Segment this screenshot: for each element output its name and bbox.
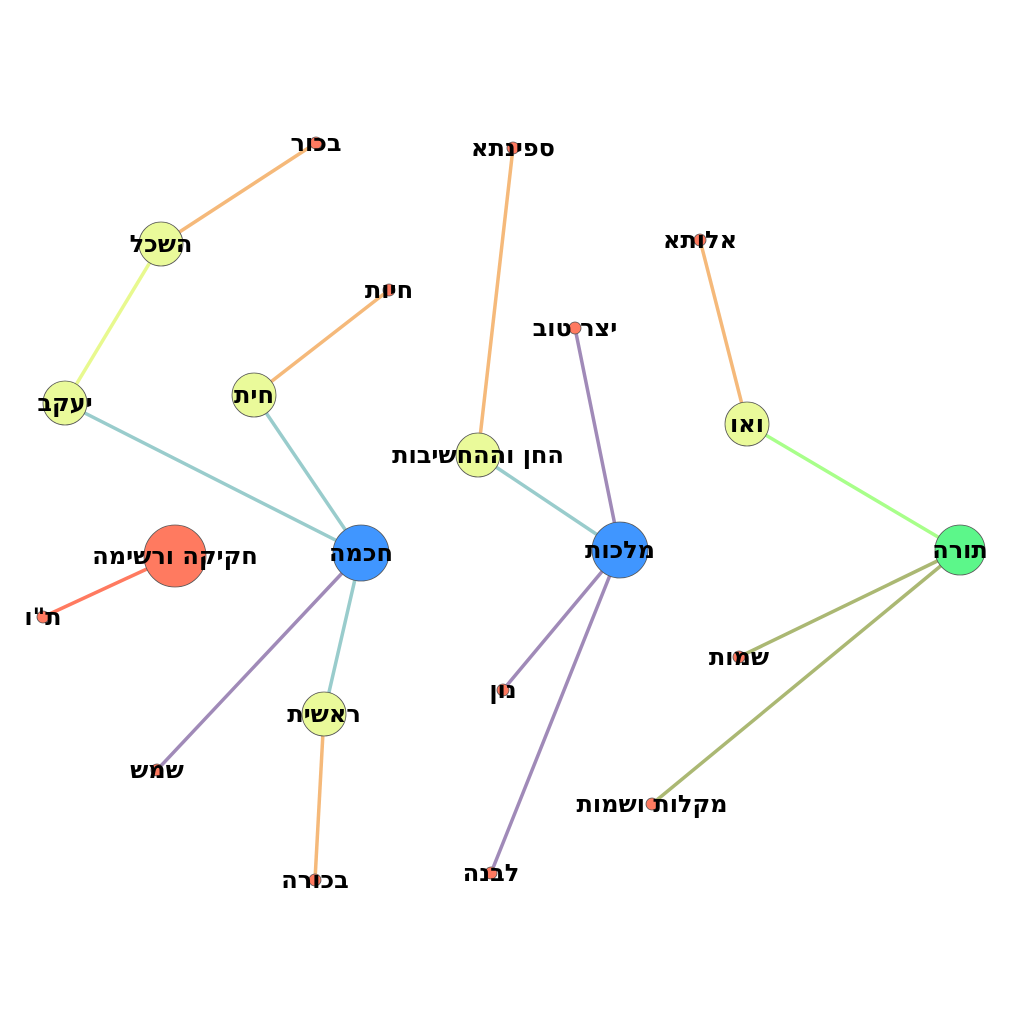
node-label-reshit: ראשית — [287, 700, 361, 728]
node-sfinta[interactable] — [506, 141, 520, 155]
node-torah[interactable] — [934, 524, 986, 576]
node-hakika[interactable] — [143, 524, 207, 588]
node-label-levana: לבנה — [463, 859, 520, 887]
node-label-bechora: בכורה — [281, 866, 348, 894]
node-tav[interactable] — [36, 610, 50, 624]
labels-layer: חכמה מלכות תורה חקיקה ורשימה השכל יעקב חית החן … — [24, 129, 987, 894]
edge-hochma-shemesh — [155, 551, 363, 772]
node-label-haskel: השכל — [130, 230, 193, 258]
edge-malchut-yetzer — [573, 327, 622, 551]
node-makelot[interactable] — [645, 797, 659, 811]
node-chet[interactable] — [231, 372, 277, 418]
edge-vav-torah — [746, 422, 961, 552]
node-shemesh[interactable] — [150, 763, 164, 777]
node-label-bechor: בכור — [291, 129, 342, 157]
node-reshit[interactable] — [301, 691, 347, 737]
edge-torah-shemot — [738, 548, 961, 659]
node-chayot[interactable] — [382, 283, 396, 297]
node-label-tav: ת"ו — [24, 603, 61, 631]
node-label-yetzer: יצר טוב — [533, 314, 618, 342]
node-shemot[interactable] — [732, 650, 746, 664]
edge-vav-aluta — [698, 239, 749, 425]
edge-malchut-nun — [501, 548, 622, 692]
node-aluta[interactable] — [693, 233, 707, 247]
edge-torah-makelot — [650, 548, 962, 806]
edge-haskel-yaakov — [63, 243, 163, 404]
node-haskel[interactable] — [138, 221, 184, 267]
node-label-shemesh: שמש — [130, 756, 184, 784]
node-label-vav: ואו — [730, 410, 764, 438]
node-label-torah: תורה — [932, 536, 988, 564]
node-label-chayot: חיות — [365, 276, 413, 304]
node-bechora[interactable] — [308, 873, 322, 887]
edge-malchut-levana — [489, 549, 622, 874]
node-malchut[interactable] — [591, 521, 649, 579]
edge-chet-hochma — [252, 394, 363, 554]
node-label-hachen: החן וההחשיבות — [392, 441, 564, 469]
nodes-layer — [36, 136, 986, 887]
edge-hachen-sfinta — [476, 147, 515, 456]
edge-hachen-malchut — [477, 453, 621, 552]
node-vav[interactable] — [724, 401, 770, 447]
node-levana[interactable] — [484, 866, 498, 880]
node-label-hochma: חכמה — [329, 539, 393, 567]
node-hochma[interactable] — [332, 524, 390, 582]
node-label-chet: חית — [234, 381, 274, 409]
edge-reshit-bechora — [313, 713, 326, 881]
node-label-sfinta: ספינתא — [471, 134, 555, 162]
node-label-makelot: מקלות ושמות — [577, 790, 728, 818]
node-label-aluta: אלותא — [663, 226, 737, 254]
node-label-nun: נון — [489, 676, 516, 704]
node-label-yaakov: יעקב — [37, 389, 92, 417]
node-label-shemot: שמות — [709, 643, 769, 671]
node-bechor[interactable] — [309, 136, 323, 150]
node-label-hakika: חקיקה ורשימה — [92, 542, 258, 570]
node-hachen[interactable] — [455, 432, 501, 478]
node-yetzer[interactable] — [568, 321, 582, 335]
node-label-malchut: מלכות — [585, 536, 655, 564]
node-nun[interactable] — [496, 683, 510, 697]
edge-chet-chayot — [252, 288, 391, 397]
edge-yaakov-hochma — [64, 401, 362, 555]
edge-haskel-bechor — [160, 141, 317, 246]
node-yaakov[interactable] — [42, 380, 88, 426]
